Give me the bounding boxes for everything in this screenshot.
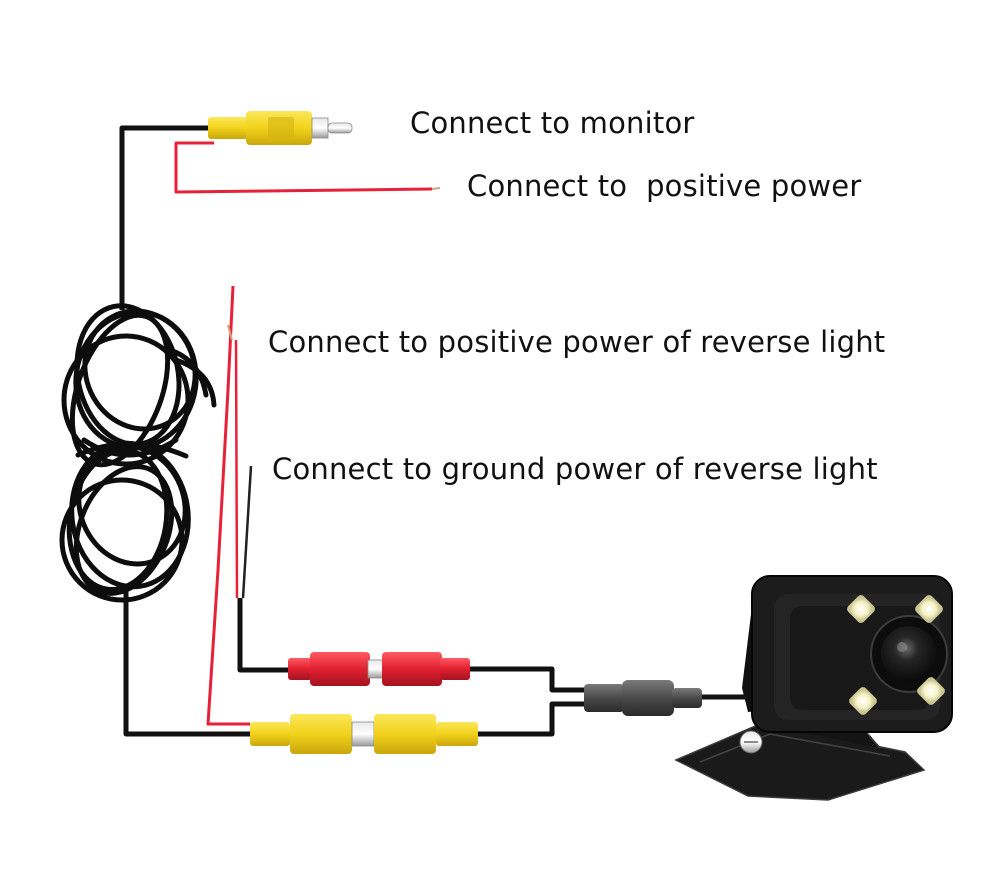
callout-reverse-ground: Connect to ground power of reverse light — [272, 452, 878, 486]
power-wire — [174, 141, 433, 194]
video-lead-camera — [478, 701, 586, 737]
junction-connector — [584, 680, 760, 716]
callout-positive-power: Connect to positive power — [467, 169, 862, 203]
callout-reverse-positive: Connect to positive power of reverse lig… — [268, 325, 886, 359]
power-lead — [237, 598, 292, 673]
power-pair-black — [241, 465, 253, 599]
callout-monitor: Connect to monitor — [410, 106, 695, 140]
cable-coil-icon — [59, 303, 217, 603]
video-cable — [119, 125, 212, 310]
rca-plug-icon — [208, 111, 353, 145]
rca-socket-icon — [288, 652, 470, 686]
trigger-wire — [206, 285, 250, 726]
power-lead-camera — [470, 666, 586, 693]
camera-icon — [674, 575, 953, 801]
video-cable-lower — [123, 590, 252, 737]
rca-socket-icon — [250, 714, 478, 754]
power-pair-red — [234, 339, 239, 599]
led-icon — [847, 595, 945, 715]
